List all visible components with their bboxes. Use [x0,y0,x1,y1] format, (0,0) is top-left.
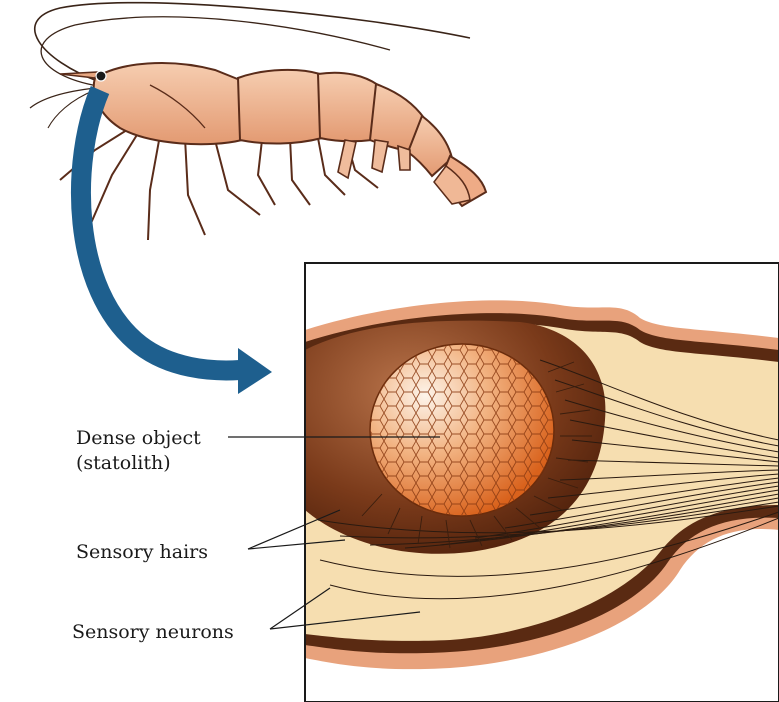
label-sensory-hairs: Sensory hairs [76,540,208,564]
antenna [35,3,470,82]
shrimp-eye [96,71,106,81]
label-dense-object: Dense object [76,426,201,450]
label-sensory-neurons: Sensory neurons [72,620,234,644]
statocyst-inset [305,263,779,702]
label-statolith: (statolith) [76,451,171,475]
shrimp-legs [60,128,378,240]
